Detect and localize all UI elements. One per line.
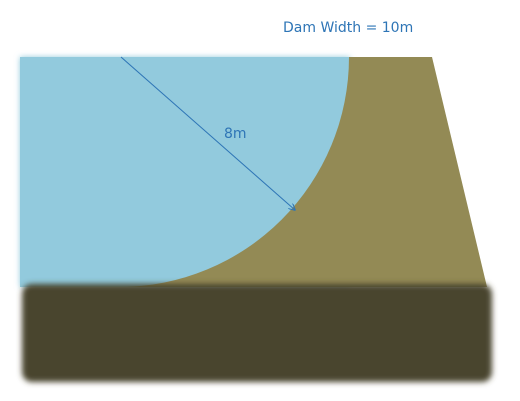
radius-arrow — [120, 56, 295, 210]
ground-base — [22, 284, 492, 382]
dam-width-label: Dam Width = 10m — [283, 20, 413, 36]
water-curve — [20, 57, 349, 287]
radius-label: 8m — [224, 126, 247, 142]
